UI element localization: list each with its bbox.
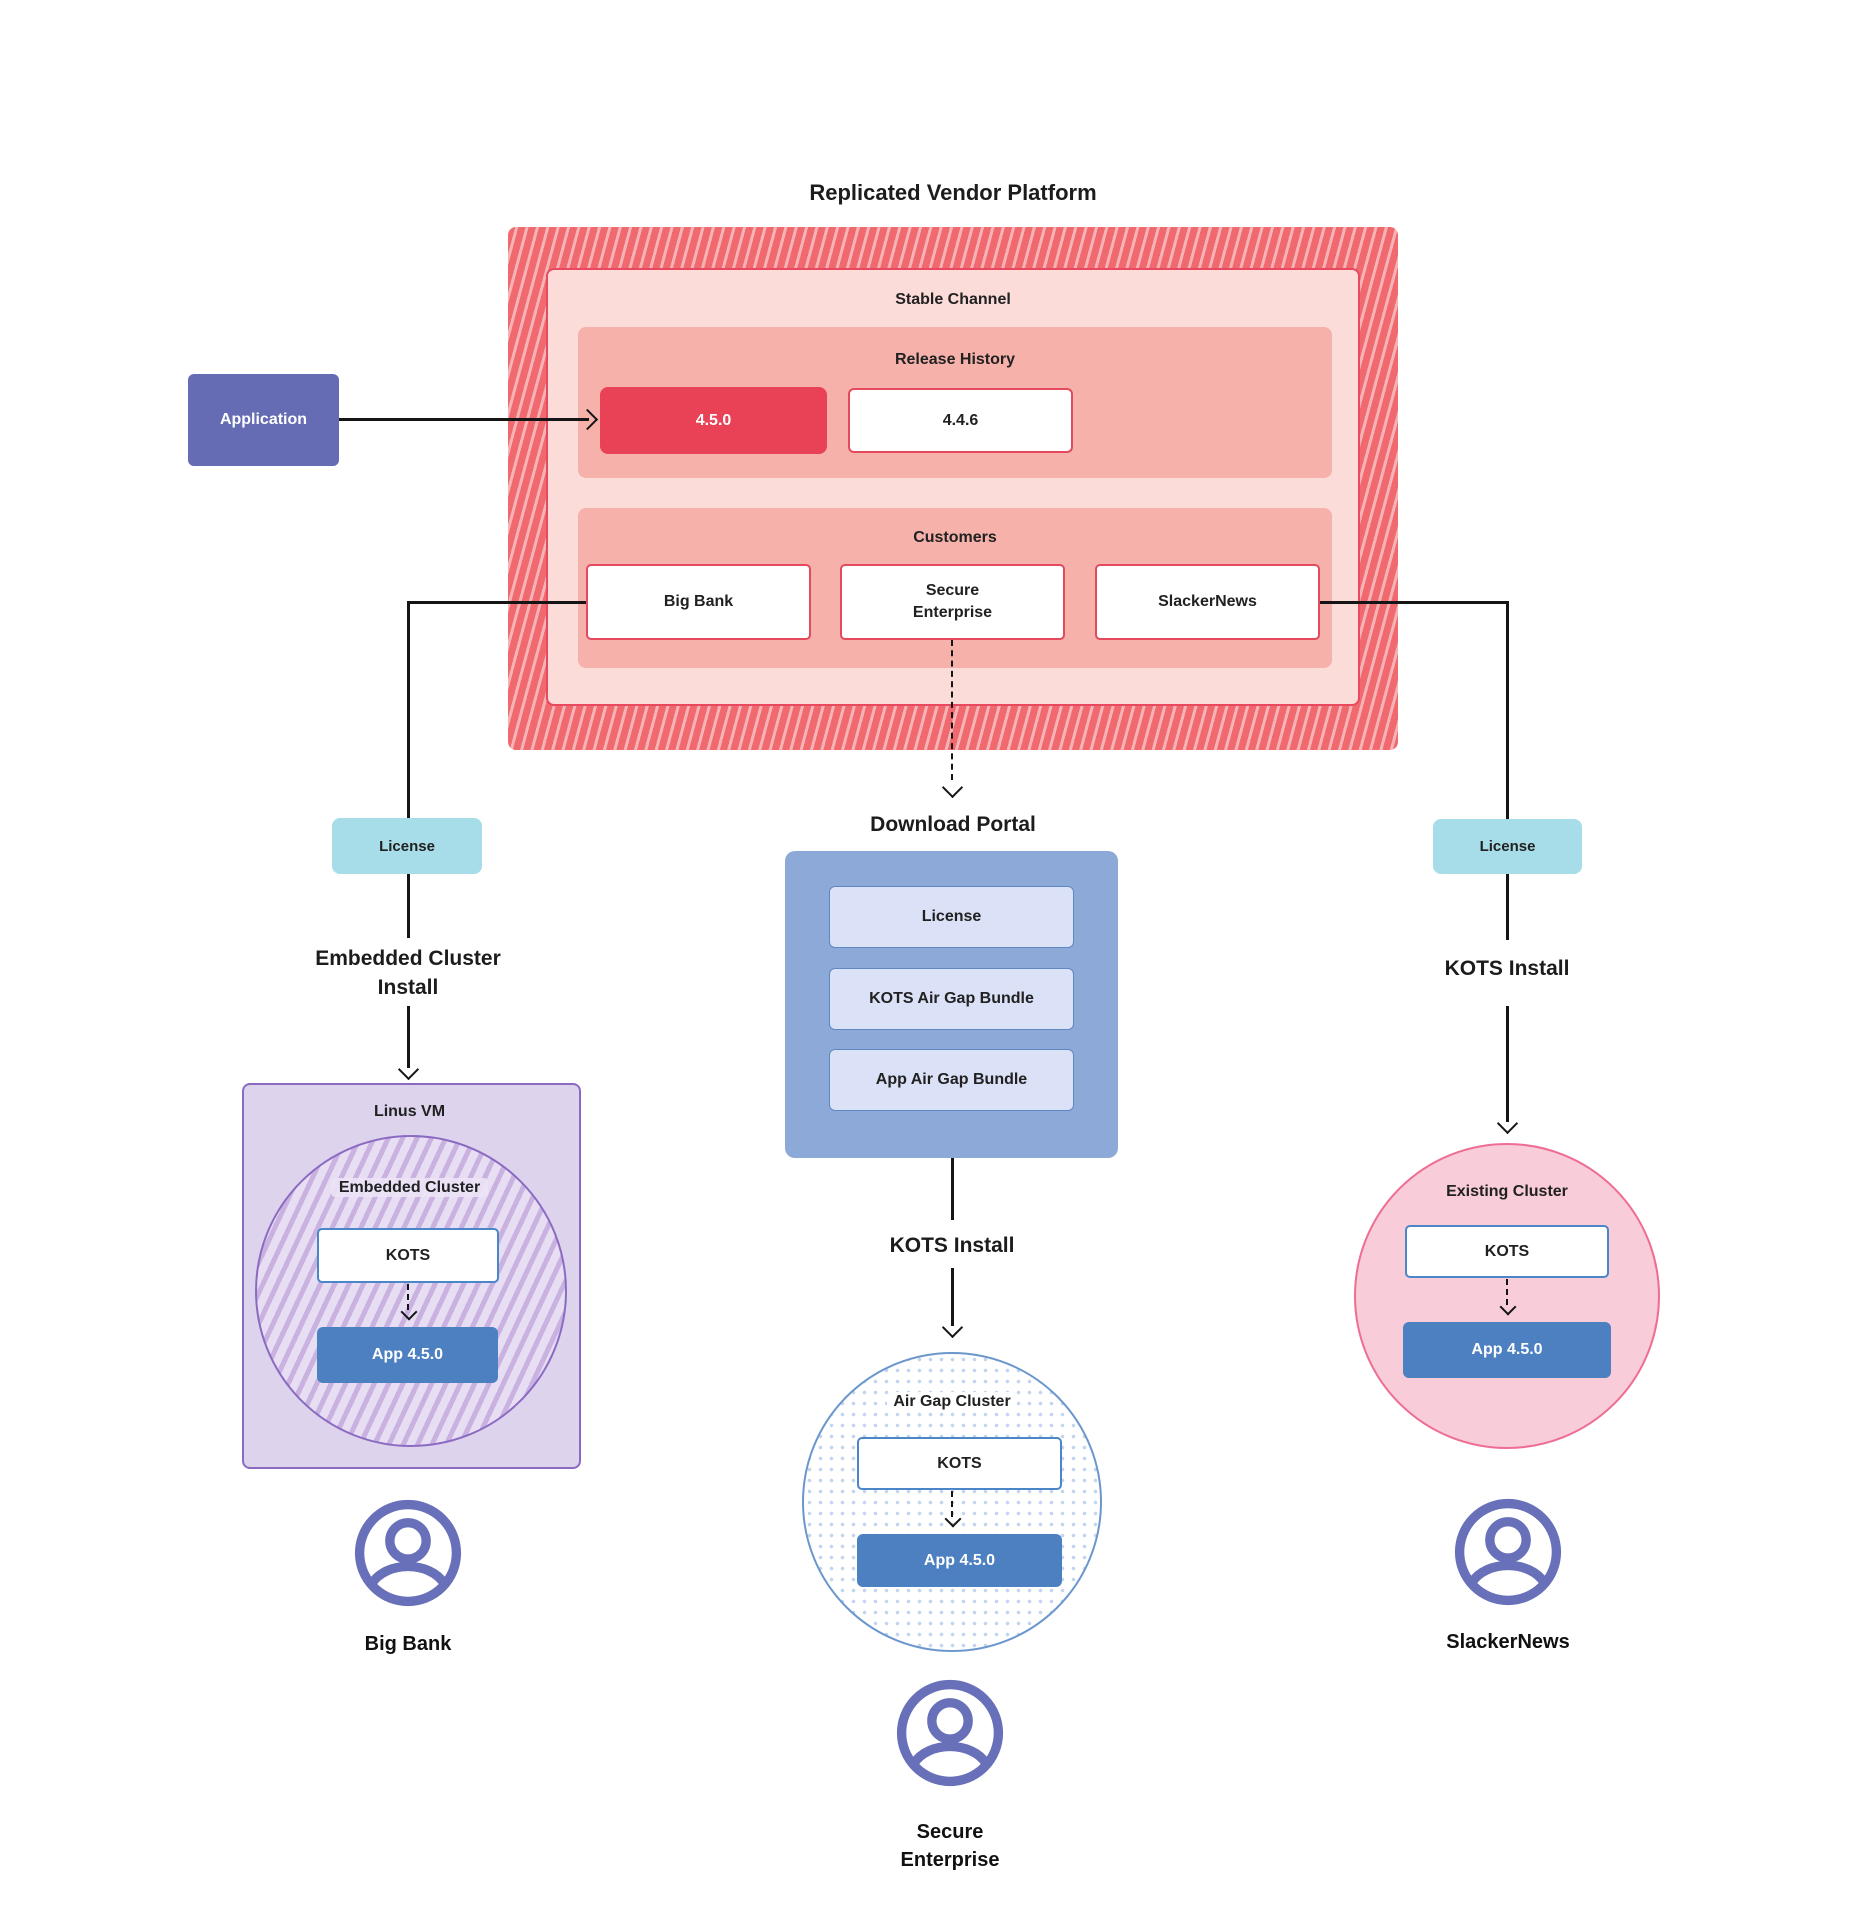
- middle-arrowhead-icon: [941, 1316, 964, 1339]
- install-to-vm-line: [407, 1006, 410, 1068]
- release-history-label: Release History: [894, 351, 1016, 368]
- kots-install-label-middle: KOTS Install: [889, 1234, 1015, 1257]
- embedded-cluster-install-label: Embedded Cluster Install: [315, 947, 501, 999]
- app-box-existing: App 4.5.0: [1403, 1322, 1611, 1378]
- install-to-cluster-line-right: [1506, 1006, 1509, 1122]
- slackernews-user-icon: [1454, 1498, 1562, 1606]
- kots-box-embedded: KOTS: [317, 1228, 499, 1283]
- air-gap-cluster-label: Air Gap Cluster: [802, 1392, 1102, 1411]
- app-box-air-gap: App 4.5.0: [857, 1534, 1062, 1587]
- customer-secure-enterprise: Secure Enterprise: [840, 564, 1065, 640]
- portal-item-license: License: [829, 886, 1074, 948]
- customer-secure-enterprise-label: Secure Enterprise: [912, 582, 993, 621]
- kots-box-air-gap: KOTS: [857, 1437, 1062, 1490]
- big-bank-connector-v: [407, 601, 410, 818]
- page-title: Replicated Vendor Platform: [809, 180, 1097, 205]
- linus-vm-label: Linus VM: [373, 1103, 446, 1120]
- embedded-cluster-label: Embedded Cluster: [242, 1178, 577, 1197]
- download-portal-title: Download Portal: [870, 813, 1036, 836]
- slackernews-connector-h: [1320, 601, 1508, 604]
- big-bank-user-icon: [354, 1499, 462, 1607]
- app-box-embedded: App 4.5.0: [317, 1327, 498, 1383]
- application-node: Application: [188, 374, 339, 466]
- license-to-install-line-left: [407, 874, 410, 938]
- big-bank-connector-h: [408, 601, 586, 604]
- left-arrowhead-icon: [397, 1058, 420, 1081]
- secure-enterprise-user-icon: [896, 1679, 1004, 1787]
- customers-label: Customers: [913, 529, 997, 546]
- existing-cluster-label: Existing Cluster: [1446, 1183, 1568, 1200]
- kots-install-label-right: KOTS Install: [1444, 957, 1570, 980]
- kots-to-app-dashed-left: [407, 1284, 409, 1310]
- slackernews-connector-v: [1506, 601, 1509, 819]
- kots-to-app-dashed-right: [1506, 1279, 1508, 1305]
- secure-enterprise-dashed-line: [951, 640, 953, 780]
- customer-slackernews: SlackerNews: [1095, 564, 1320, 640]
- right-arrowhead-icon: [1496, 1112, 1519, 1135]
- secure-enterprise-user-label: Secure Enterprise: [900, 1821, 1000, 1871]
- customer-big-bank: Big Bank: [586, 564, 811, 640]
- license-chip-left: License: [332, 818, 482, 874]
- license-chip-right: License: [1433, 819, 1582, 874]
- stable-channel-label: Stable Channel: [895, 291, 1011, 308]
- kots-to-app-dashed-middle: [951, 1491, 953, 1517]
- application-arrow-line: [339, 418, 589, 421]
- portal-item-app-air-gap-bundle: App Air Gap Bundle: [829, 1049, 1074, 1111]
- secure-enterprise-arrowhead-icon: [941, 776, 964, 799]
- portal-to-install-line: [951, 1158, 954, 1220]
- kots-box-existing: KOTS: [1405, 1225, 1609, 1278]
- slackernews-user-label: SlackerNews: [1446, 1631, 1570, 1653]
- license-to-install-line-right: [1506, 874, 1509, 940]
- portal-item-kots-air-gap-bundle: KOTS Air Gap Bundle: [829, 968, 1074, 1030]
- install-to-cluster-line-middle: [951, 1268, 954, 1326]
- release-version-4-5-0: 4.5.0: [600, 387, 827, 454]
- big-bank-user-label: Big Bank: [364, 1633, 452, 1655]
- release-version-4-4-6: 4.4.6: [848, 388, 1073, 453]
